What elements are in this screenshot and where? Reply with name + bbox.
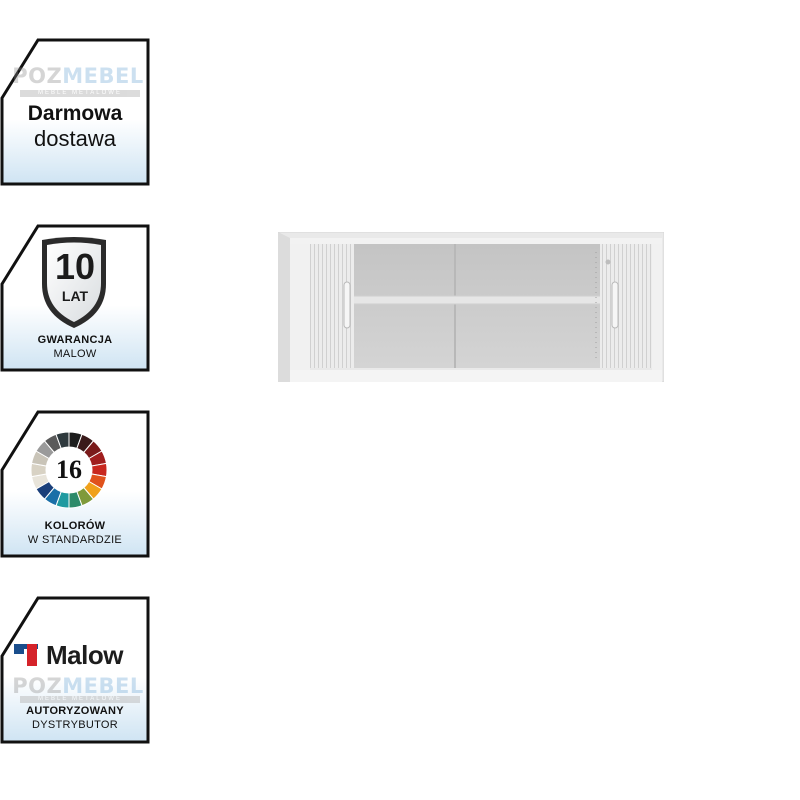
- distributor-badge: Malow POZMEBEL MEBLE METALOWE AUTORYZOWA…: [0, 596, 150, 744]
- distributor-line2: DYSTRYBUTOR: [31, 719, 119, 731]
- badge-frame: [0, 596, 150, 744]
- badge-frame: [0, 224, 150, 372]
- warranty-line2: MALOW: [53, 348, 97, 360]
- right-tambour-door: [600, 244, 652, 368]
- cabinet-shelf: [351, 295, 611, 305]
- warranty-years: 10: [54, 246, 96, 287]
- cabinet-interior: [352, 244, 602, 368]
- pozmebel-watermark: POZMEBEL: [12, 674, 144, 698]
- colors-line2: W STANDARDZIE: [27, 534, 123, 546]
- badge-frame: [0, 38, 150, 186]
- warranty-unit: LAT: [61, 288, 89, 304]
- color-wheel-center: [46, 447, 92, 493]
- cabinet-product-image: [277, 231, 665, 383]
- colors-line1: KOLORÓW: [44, 520, 106, 532]
- lock-icon: [605, 259, 611, 265]
- free-delivery-badge: POZMEBEL MEBLE METALOWE Darmowa dostawa: [0, 38, 150, 186]
- pozmebel-watermark: POZMEBEL: [12, 64, 144, 88]
- badge-frame: [0, 410, 150, 558]
- watermark-subtitle: MEBLE METALOWE: [20, 90, 140, 97]
- warranty-line1: GWARANCJA: [37, 334, 113, 346]
- right-handle: [611, 281, 619, 329]
- malow-logo-icon: [14, 644, 38, 666]
- colors-count: 16: [56, 455, 82, 484]
- left-handle: [343, 281, 351, 329]
- malow-brand: Malow: [46, 640, 123, 670]
- watermark-subtitle: MEBLE METALOWE: [20, 696, 140, 703]
- delivery-line1: Darmowa: [27, 102, 123, 125]
- colors-badge: 16 KOLORÓW W STANDARDZIE: [0, 410, 150, 558]
- delivery-line2: dostawa: [34, 126, 116, 151]
- shield-icon: [42, 237, 106, 328]
- distributor-line1: AUTORYZOWANY: [26, 705, 124, 717]
- warranty-badge: 10 LAT GWARANCJA MALOW: [0, 224, 150, 372]
